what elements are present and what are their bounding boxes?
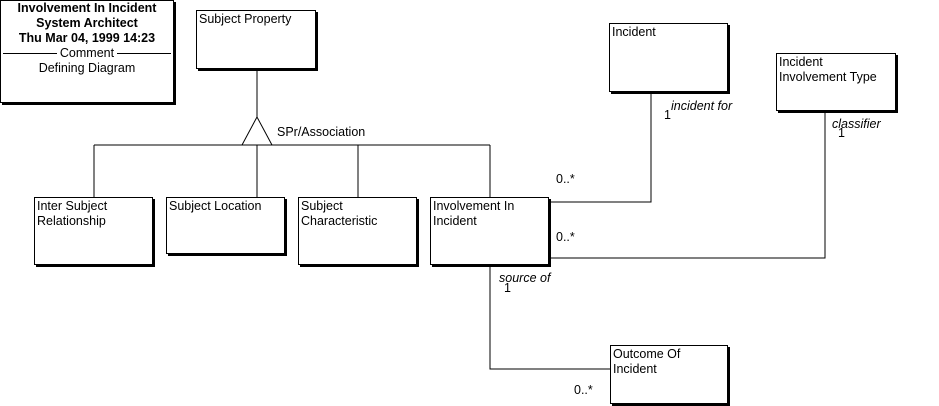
incident-for-mult-many: 0..* (556, 172, 575, 186)
source-of-role-label: source of (499, 271, 551, 285)
entity-label: Subject Property (199, 12, 292, 26)
classifier-mult-one: 1 (838, 126, 845, 140)
entity-incident[interactable]: Incident (609, 23, 728, 92)
incident-for-mult-one: 1 (664, 108, 671, 122)
entity-inter-subject-relationship[interactable]: Inter Subject Relationship (34, 197, 153, 265)
entity-outcome-of-incident[interactable]: Outcome Of Incident (610, 345, 728, 404)
source-of-mult-one: 1 (504, 281, 511, 295)
entity-label: Involvement In Incident (433, 199, 515, 228)
diagram-comment: Defining Diagram (38, 61, 136, 75)
tool-name: System Architect (36, 16, 138, 30)
diagram-timestamp: Thu Mar 04, 1999 14:23 (18, 31, 156, 45)
entity-label: Subject Characteristic (301, 199, 378, 228)
source-of-mult-many: 0..* (574, 383, 593, 397)
source-of-association-line (489, 265, 610, 370)
generalization-label: SPr/Association (277, 125, 366, 139)
entity-label: Subject Location (169, 199, 262, 213)
incident-association-line (549, 92, 652, 203)
generalization-triangle (241, 115, 273, 146)
entity-label: Outcome Of Incident (613, 347, 681, 376)
classifier-association-line (549, 111, 826, 259)
incident-for-role-label: incident for (671, 99, 733, 113)
entity-label: Incident (612, 25, 656, 39)
entity-subject-characteristic[interactable]: Subject Characteristic (298, 197, 417, 265)
diagram-title-block: Involvement In Incident System Architect… (0, 0, 174, 103)
entity-incident-involvement-type[interactable]: Incident Involvement Type (776, 53, 896, 111)
comment-heading: Comment (59, 46, 115, 60)
classifier-mult-many: 0..* (556, 230, 575, 244)
diagram-title: Involvement In Incident (17, 1, 157, 15)
entity-subject-property[interactable]: Subject Property (196, 10, 316, 69)
comment-separator: Comment (3, 46, 171, 61)
entity-label: Inter Subject Relationship (37, 199, 108, 228)
entity-label: Incident Involvement Type (779, 55, 877, 84)
entity-subject-location[interactable]: Subject Location (166, 197, 285, 254)
entity-involvement-in-incident[interactable]: Involvement In Incident (430, 197, 549, 265)
classifier-role-label: classifier (832, 117, 881, 131)
